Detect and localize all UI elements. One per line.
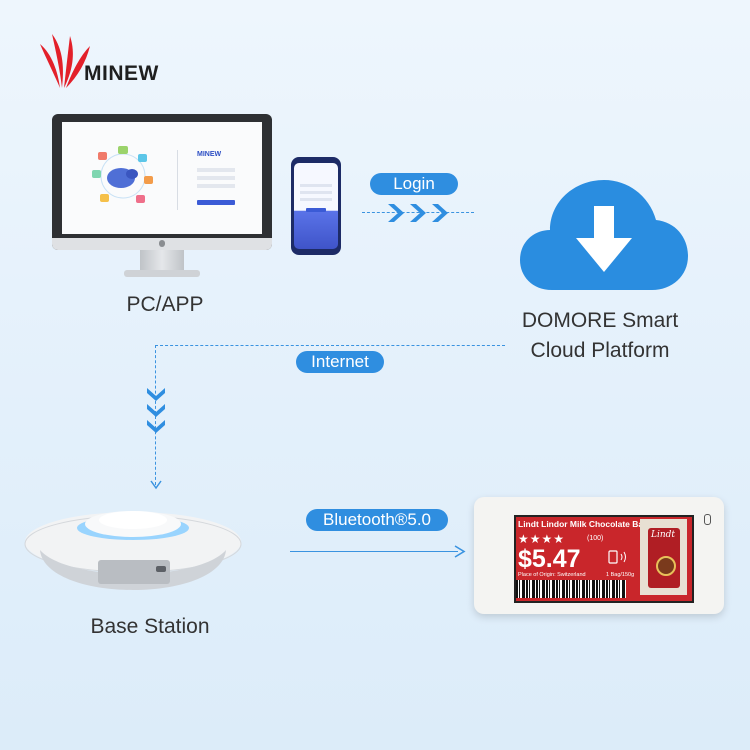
cloud-platform-label: DOMORE Smart Cloud Platform: [500, 306, 700, 366]
phone-screen: [294, 163, 338, 249]
base-station-label: Base Station: [90, 615, 210, 638]
world-map-icon: [92, 146, 153, 203]
phone-login-form-icon: [300, 184, 332, 212]
nfc-icon: [608, 550, 626, 564]
cloud-download-icon: [520, 180, 688, 290]
monitor-foot: [124, 270, 200, 277]
screen-divider: [177, 150, 178, 210]
login-form-icon: MINEW: [197, 151, 235, 205]
internet-arrowhead-icon: [150, 480, 162, 490]
chocolate-ball-icon: [656, 556, 676, 576]
esl-review-count: (100): [587, 535, 604, 542]
login-link-line: [362, 212, 474, 213]
barcode-icon: [516, 580, 626, 598]
brand-name: MINEW: [84, 62, 159, 85]
esl-price: $5.47: [518, 545, 581, 573]
esl-rating-stars: ★★★★: [518, 532, 566, 546]
esl-origin: Place of Origin: Switzerland: [518, 572, 586, 578]
apple-logo-icon: [159, 240, 165, 247]
pc-app-label: PC/APP: [126, 293, 204, 316]
login-arrows-icon: [388, 204, 448, 222]
esl-product-name: Lindt Lindor Milk Chocolate Bag: [518, 519, 649, 529]
bluetooth-link-line: [290, 551, 458, 552]
internet-arrows-icon: [147, 388, 165, 433]
bluetooth-arrowhead-icon: [454, 545, 466, 558]
esl-indicator-icon: [704, 514, 711, 525]
base-station-icon: [24, 511, 242, 590]
bluetooth-label: Bluetooth®5.0: [306, 509, 448, 531]
cloud-label-line2: Cloud Platform: [530, 339, 670, 362]
internet-link-horizontal: [155, 345, 505, 346]
login-label: Login: [370, 173, 458, 195]
monitor-stand: [140, 250, 184, 272]
esl-weight: 1 Bag/150g: [606, 572, 635, 578]
esl-brand-mark: Lindt: [651, 530, 676, 540]
minew-logo-icon: [40, 34, 90, 88]
cloud-label-line1: DOMORE Smart: [521, 309, 679, 332]
internet-label: Internet: [296, 351, 384, 373]
svg-text:MINEW: MINEW: [197, 151, 222, 158]
